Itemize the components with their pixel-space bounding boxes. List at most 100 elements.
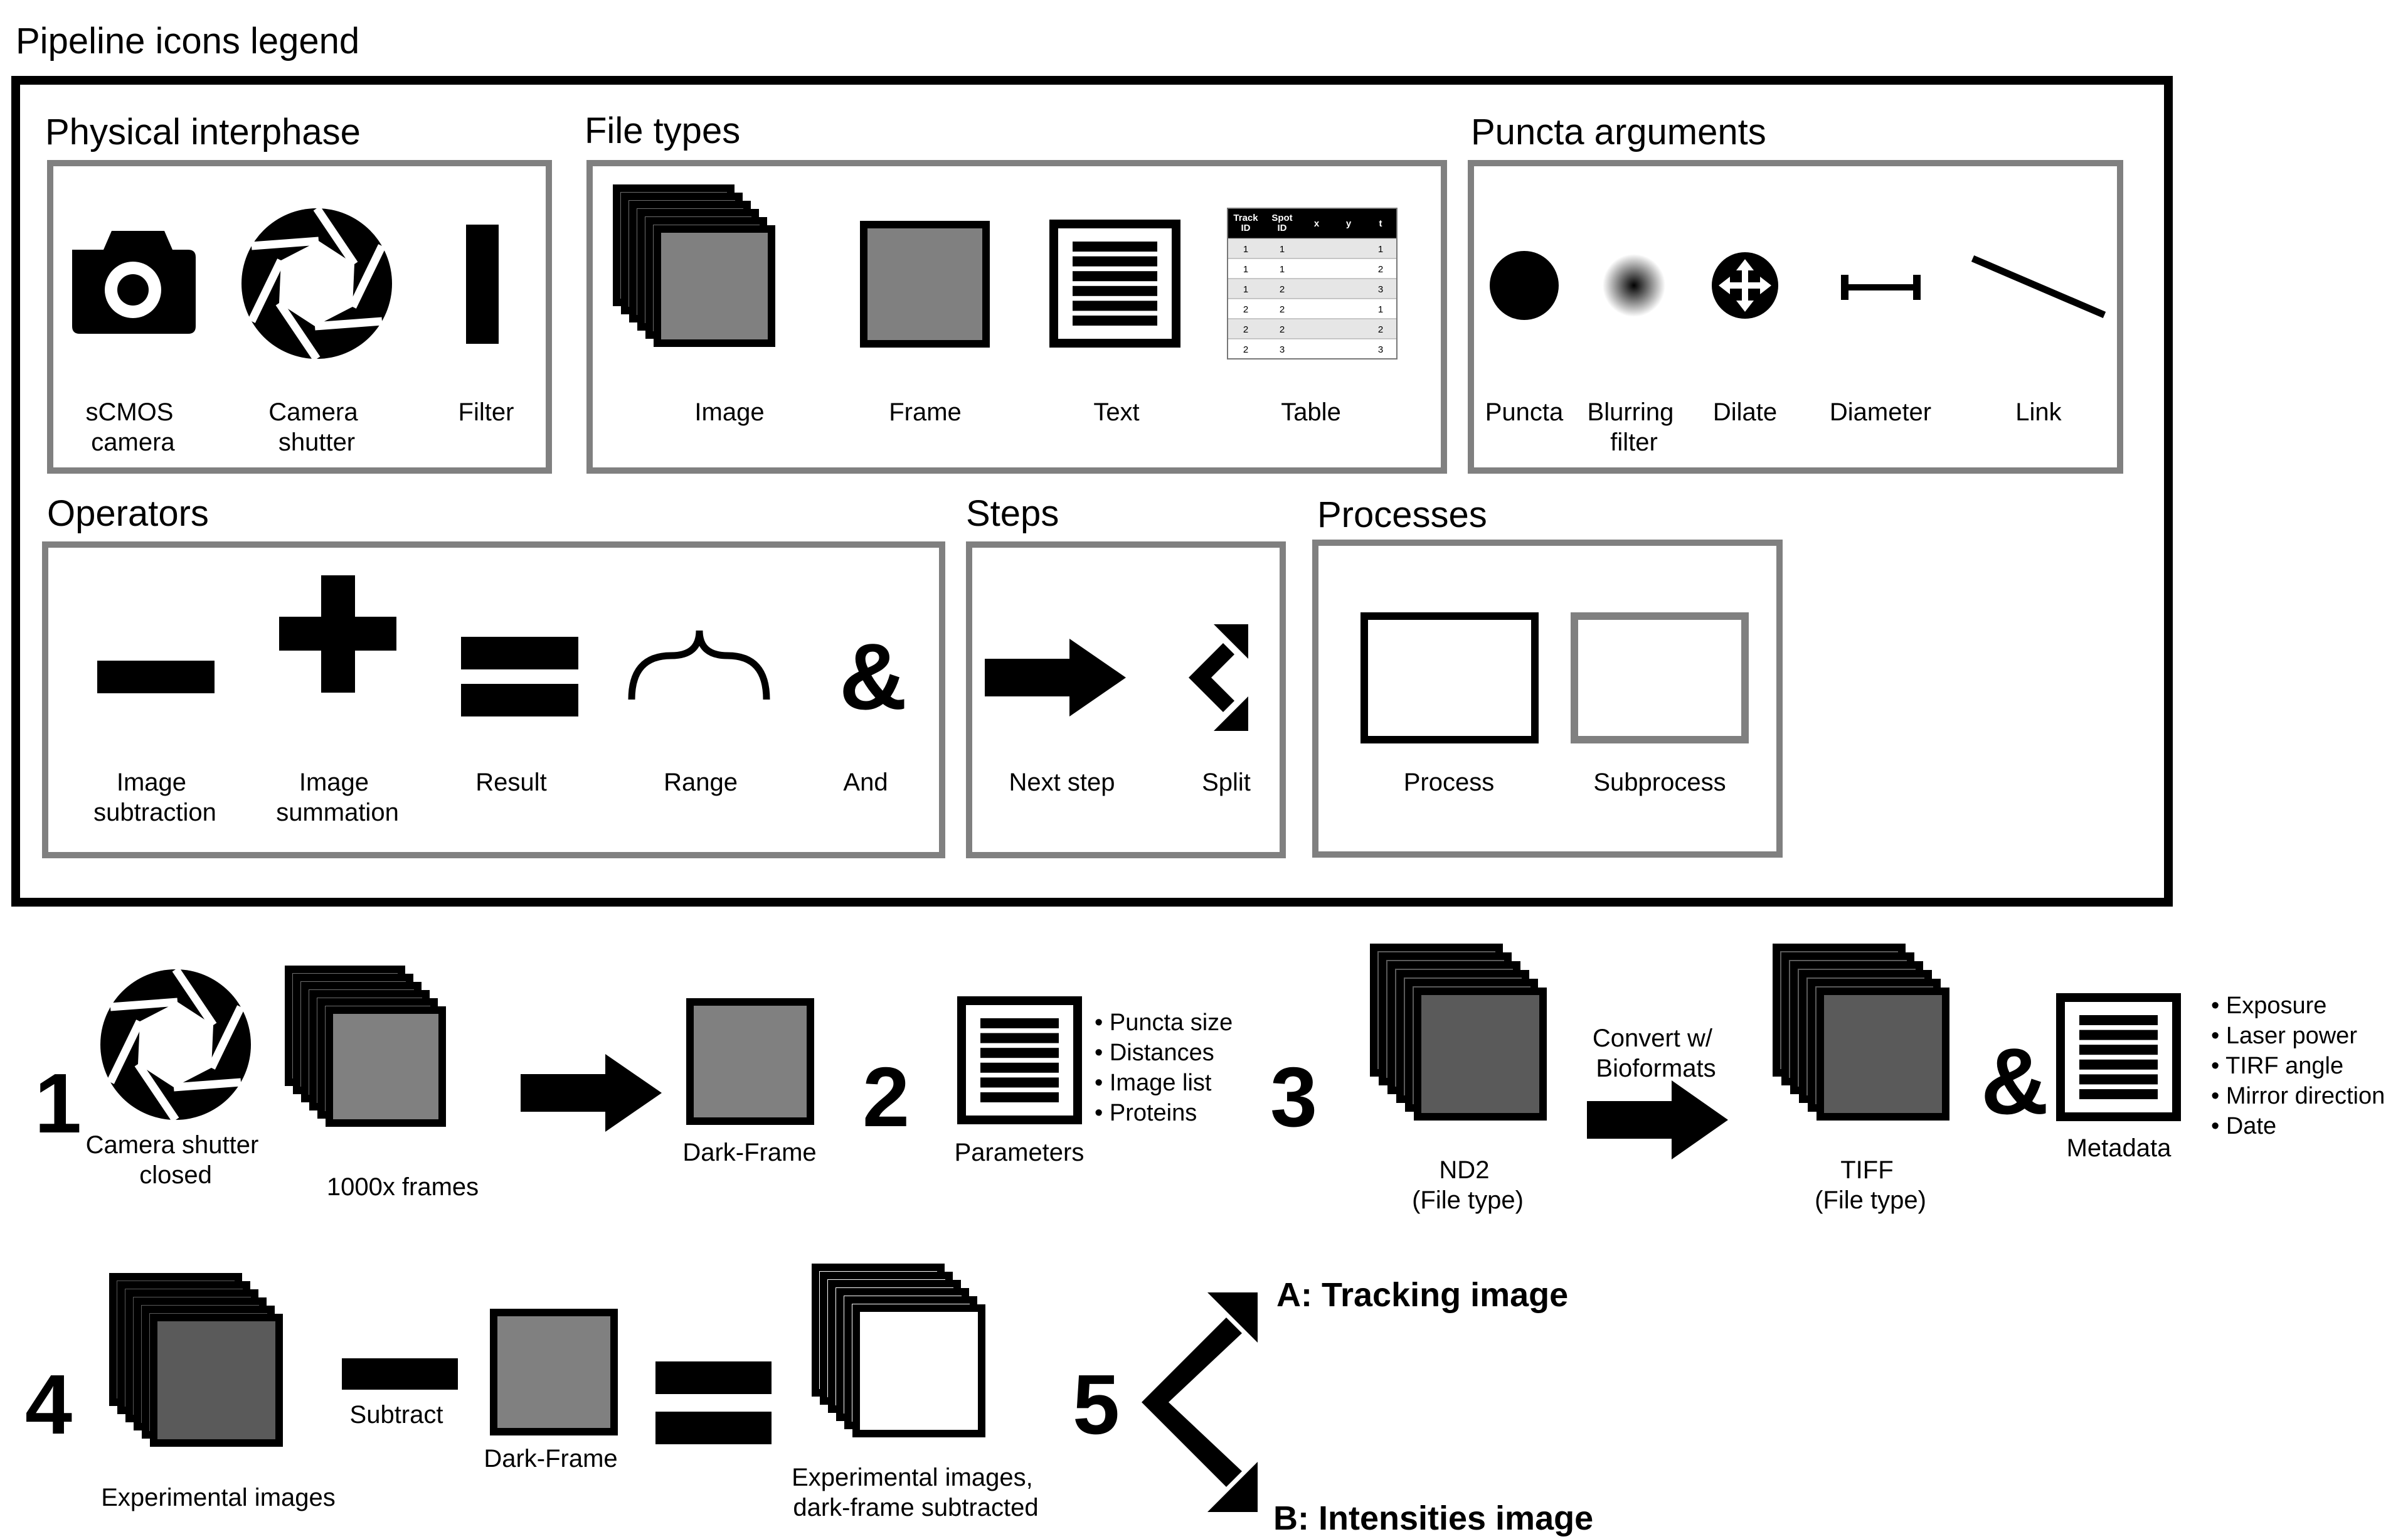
item-label: Filter <box>459 398 514 426</box>
step-number: 5 <box>1073 1357 1120 1452</box>
item-label: Split <box>1202 769 1251 796</box>
front-frame <box>326 1006 446 1127</box>
doc-line <box>980 1077 1059 1088</box>
tiff-label: TIFF (File type) <box>1815 1156 1926 1214</box>
parameters-label: Parameters <box>955 1139 1085 1166</box>
result-stack-icon <box>812 1264 985 1437</box>
table-cell: 3 <box>1378 344 1383 355</box>
equals-icon <box>655 1361 772 1444</box>
step-number: 4 <box>25 1357 72 1452</box>
table-cell: 1 <box>1378 304 1383 315</box>
table-cell: 2 <box>1378 324 1383 335</box>
table-cell: 1 <box>1280 244 1285 255</box>
doc-line <box>2079 1089 2158 1099</box>
text-icon <box>957 996 1082 1124</box>
table-row <box>1227 278 1398 299</box>
table-cell: 3 <box>1378 284 1383 295</box>
parameter-list: • Puncta size • Distances • Image list •… <box>1095 1009 1239 1126</box>
process-box-icon <box>1360 612 1539 743</box>
table-cell: 2 <box>1243 324 1248 335</box>
table-row <box>1227 338 1398 359</box>
equals-icon <box>461 637 578 716</box>
panel-heading: Puncta arguments <box>1471 112 1766 152</box>
table-cell: 1 <box>1243 244 1248 255</box>
panel-border <box>966 541 1286 858</box>
diameter-icon <box>1841 275 1921 300</box>
doc-line <box>2079 1030 2158 1040</box>
plus-icon <box>279 575 396 693</box>
front-frame <box>1817 988 1949 1121</box>
experimental-label: Experimental images <box>101 1484 336 1511</box>
item-label: Diameter <box>1830 398 1931 426</box>
brace-icon <box>628 630 770 700</box>
item-label: Result <box>475 769 546 796</box>
panel-border <box>586 160 1447 474</box>
table-cell: 2 <box>1378 264 1383 275</box>
doc-line <box>1073 301 1157 311</box>
front-frame <box>654 225 775 347</box>
table-row <box>1227 238 1398 259</box>
panel-border <box>1312 540 1783 858</box>
step-2: 2 Parameters • Puncta size • Distances •… <box>862 996 1239 1166</box>
operators-panel: Operators & Image subtraction Image summ… <box>42 493 945 858</box>
front-frame <box>852 1304 985 1437</box>
subprocess-box-icon <box>1571 612 1749 743</box>
panel-heading: Physical interphase <box>45 112 361 152</box>
table-outline <box>1227 208 1398 359</box>
arrow-right-icon <box>521 1054 662 1132</box>
metadata-doc-icon <box>2056 993 2181 1121</box>
shutter-label: Camera shutter closed <box>86 1131 266 1189</box>
split-icon <box>1189 624 1248 731</box>
doc-line <box>1073 316 1157 326</box>
dark-frame-label: Dark-Frame <box>682 1139 816 1166</box>
dark-frame-icon <box>490 1309 618 1435</box>
item-label: Table <box>1281 398 1341 426</box>
blur-icon <box>1603 254 1665 317</box>
table-cell: 1 <box>1280 264 1285 275</box>
experimental-stack-icon <box>109 1273 283 1447</box>
table-cell: 1 <box>1243 284 1248 295</box>
arrow-right-icon <box>985 639 1126 716</box>
table-row <box>1227 298 1398 319</box>
item-label: Image summation <box>276 769 399 826</box>
panel-heading: Operators <box>47 493 209 534</box>
nd2-label: ND2 (File type) <box>1412 1156 1524 1214</box>
dark-frame-icon <box>686 998 814 1125</box>
tiff-stack-icon <box>1773 944 1949 1121</box>
link-icon <box>1971 255 2106 319</box>
item-label: sCMOS camera <box>85 398 180 456</box>
doc-line <box>2079 1015 2158 1025</box>
item-label: Frame <box>889 398 962 426</box>
item-label: Process <box>1404 769 1495 796</box>
split-icon <box>1142 1292 1258 1512</box>
physical-panel: Physical interphase sCMOS camera <box>45 112 552 474</box>
table-header-cell: y <box>1346 218 1352 229</box>
step-number: 1 <box>34 1056 82 1151</box>
step-3: 3 ND2 (File type) Convert w/ Bioformats … <box>1270 944 2385 1214</box>
panel-heading: Processes <box>1317 494 1487 535</box>
panel-heading: File types <box>585 110 740 151</box>
dark-frame-label: Dark-Frame <box>484 1445 617 1472</box>
item-label: Link <box>2015 398 2062 426</box>
table-header-cell: t <box>1379 218 1382 229</box>
puncta-panel: Puncta arguments Puncta Blurring filter <box>1468 112 2123 474</box>
shutter-icon <box>100 967 251 1122</box>
frames-label: 1000x frames <box>327 1173 479 1201</box>
step-number: 3 <box>1270 1050 1317 1144</box>
doc-line <box>1073 285 1157 296</box>
table-row <box>1227 318 1398 339</box>
subtract-label: Subtract <box>350 1401 443 1429</box>
table-cell: 2 <box>1243 304 1248 315</box>
table-cell: 2 <box>1280 324 1285 335</box>
minus-icon <box>97 661 215 693</box>
table-cell: 3 <box>1280 344 1285 355</box>
branch-a-label: A: Tracking image <box>1276 1276 1568 1314</box>
image-stack-icon <box>613 184 775 347</box>
item-label: Camera shutter <box>268 398 364 456</box>
doc-line <box>1073 242 1157 252</box>
shutter-icon <box>241 206 392 361</box>
